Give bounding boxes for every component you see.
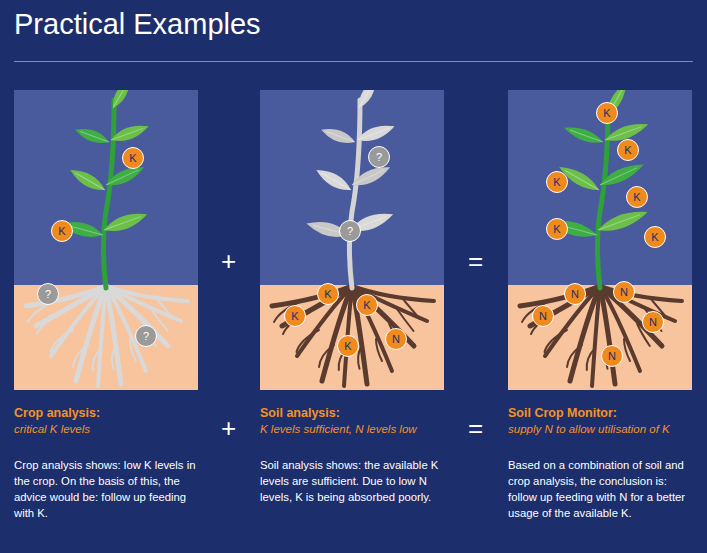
nutrient-circle: K — [626, 186, 648, 208]
analysis-panel: Soil Crop Monitor: supply N to allow util… — [508, 90, 692, 523]
nutrient-symbol: N — [620, 287, 628, 298]
nutrient-symbol: K — [624, 145, 631, 156]
panel-heading: Soil analysis: — [260, 406, 444, 420]
nutrient-circle: K — [317, 283, 339, 305]
panel-heading: Soil Crop Monitor: — [508, 406, 692, 420]
nutrient-circle: ? — [339, 220, 361, 242]
nutrient-circle: K — [644, 226, 666, 248]
nutrient-circle: K — [284, 305, 306, 327]
operator-sign: + — [221, 246, 236, 277]
nutrient-symbol: K — [58, 226, 65, 237]
nutrient-circle: N — [564, 283, 586, 305]
nutrient-circle: N — [385, 328, 407, 350]
panel-body: Crop analysis shows: low K levels in the… — [14, 457, 198, 521]
operator-sign: = — [468, 413, 483, 444]
panel-subtitle: critical K levels — [14, 423, 198, 435]
nutrient-symbol: K — [291, 311, 298, 322]
nutrient-symbol: N — [608, 351, 616, 362]
panel-body: Soil analysis shows: the available K lev… — [260, 457, 444, 505]
nutrient-symbol: N — [649, 317, 657, 328]
nutrient-symbol: N — [539, 311, 547, 322]
nutrient-symbol: K — [553, 224, 560, 235]
nutrient-circle: N — [613, 281, 635, 303]
nutrient-circle: K — [51, 220, 73, 242]
nutrient-symbol: K — [603, 108, 610, 119]
nutrient-circle: K — [546, 171, 568, 193]
nutrient-symbol: K — [324, 289, 331, 300]
nutrient-symbol: ? — [347, 226, 353, 237]
nutrient-symbol: K — [651, 232, 658, 243]
nutrient-circle: N — [642, 311, 664, 333]
nutrient-circle: K — [596, 102, 618, 124]
plant-illustration — [14, 90, 198, 390]
nutrient-circle: K — [122, 147, 144, 169]
nutrient-symbol: K — [633, 192, 640, 203]
nutrient-circle: K — [337, 335, 359, 357]
nutrient-circle: N — [601, 345, 623, 367]
panel-subtitle: supply N to allow utilisation of K — [508, 423, 692, 435]
nutrient-circle: K — [546, 218, 568, 240]
analysis-panel: Soil analysis: K levels sufficient, N lev… — [260, 90, 444, 507]
analysis-panel: Crop analysis: critical K levelsCrop anal… — [14, 90, 198, 523]
operator-sign: + — [221, 413, 236, 444]
nutrient-symbol: K — [129, 153, 136, 164]
nutrient-circle: N — [532, 305, 554, 327]
nutrient-circle: ? — [368, 146, 390, 168]
nutrient-circle: K — [617, 139, 639, 161]
panel-subtitle: K levels sufficient, N levels low — [260, 423, 444, 435]
nutrient-symbol: N — [571, 289, 579, 300]
nutrient-symbol: ? — [143, 331, 149, 342]
nutrient-symbol: ? — [376, 152, 382, 163]
nutrient-circle: K — [356, 294, 378, 316]
nutrient-symbol: N — [392, 334, 400, 345]
title-rule — [14, 61, 693, 62]
panel-heading: Crop analysis: — [14, 406, 198, 420]
page-title: Practical Examples — [14, 8, 261, 41]
nutrient-symbol: K — [553, 177, 560, 188]
nutrient-symbol: ? — [45, 289, 51, 300]
operator-sign: = — [468, 246, 483, 277]
nutrient-circle: ? — [37, 283, 59, 305]
nutrient-symbol: K — [344, 341, 351, 352]
panel-body: Based on a combination of soil and crop … — [508, 457, 692, 521]
nutrient-symbol: K — [363, 300, 370, 311]
nutrient-circle: ? — [135, 325, 157, 347]
